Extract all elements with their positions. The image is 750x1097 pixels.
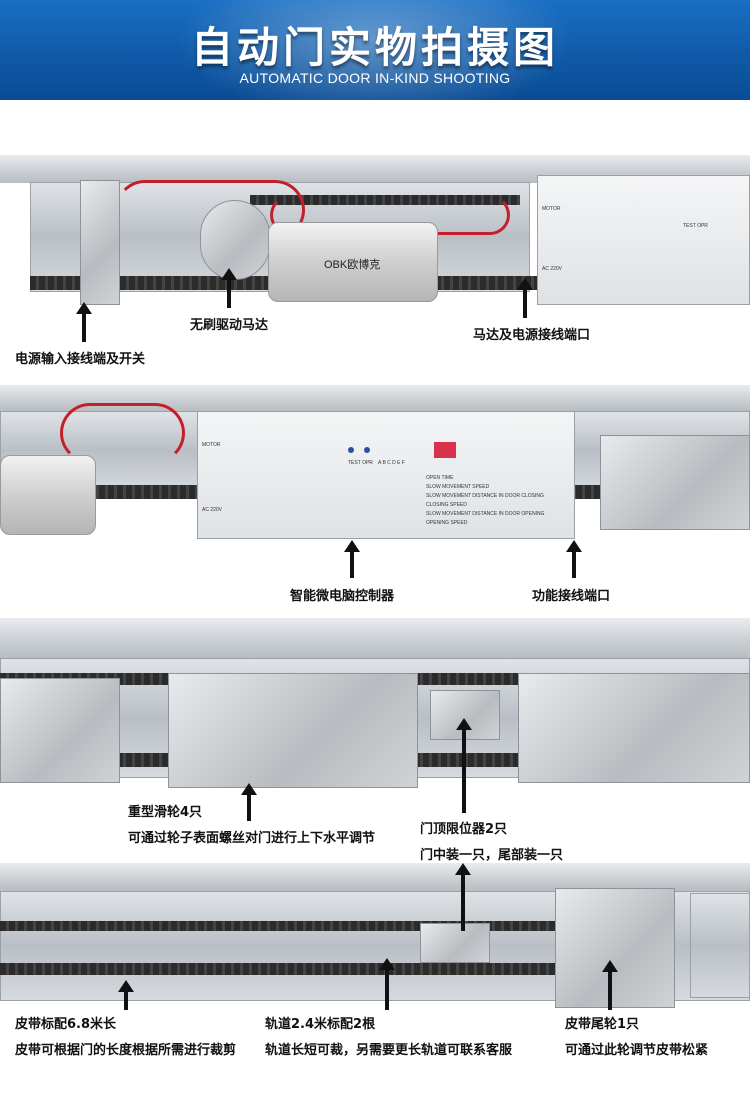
setting-slow-speed: SLOW MOVEMENT SPEED [426, 484, 490, 490]
label-belt-cut: 皮带可根据门的长度根据所需进行裁剪 [15, 1043, 237, 1058]
arrow-power [76, 302, 92, 342]
photo-panel-track: 皮带标配6.8米长 皮带可根据门的长度根据所需进行裁剪 轨道2.4米标配2根 轨… [0, 863, 750, 1097]
photo-panel-controller: TEST OPR A B C D E F MOTOR AC 220V OPEN … [0, 385, 750, 610]
controller-test-opr: TEST OPR [348, 460, 373, 466]
tail-pulley [555, 888, 675, 1008]
label-tail-pulley: 皮带尾轮1只 [565, 1017, 640, 1032]
label-track-length: 轨道2.4米标配2根 [265, 1017, 376, 1032]
arrow-tail-pulley [602, 960, 618, 1010]
track-end [690, 893, 750, 998]
arrow-terminal [517, 278, 533, 318]
page-title: 自动门实物拍摄图 [190, 23, 559, 72]
page-subtitle: AUTOMATIC DOOR IN-KIND SHOOTING [239, 70, 511, 86]
arrow-function-terminal [566, 540, 582, 578]
arrow-pulley [241, 783, 257, 821]
label-pulley-count: 重型滑轮4只 [128, 805, 203, 820]
smart-controller: TEST OPR A B C D E F MOTOR AC 220V OPEN … [197, 411, 575, 539]
pulley-right [518, 673, 750, 783]
arrow-clamp [455, 863, 471, 931]
arrow-belt [118, 980, 134, 1010]
pulley-left [0, 678, 120, 783]
belt-clamp [420, 923, 490, 963]
arrow-track [379, 958, 395, 1010]
controller-ac-tag: AC 220V [542, 266, 563, 272]
motor-end [0, 455, 96, 535]
pulley-center [168, 673, 418, 788]
setting-opening-speed: OPENING SPEED [426, 520, 468, 526]
label-power-input: 电源输入接线端及开关 [15, 352, 146, 367]
belt-upper [250, 195, 520, 205]
setting-slow-closing: SLOW MOVEMENT DISTANCE IN DOOR CLOSING [426, 493, 544, 499]
led-indicator [348, 447, 354, 453]
red-wire [60, 403, 185, 463]
label-tail-adjust: 可通过此轮调节皮带松紧 [565, 1043, 709, 1058]
banner-glow [175, 0, 575, 100]
arrow-limiter [456, 718, 472, 813]
power-switch-bracket [80, 180, 120, 305]
rail-top [0, 863, 750, 891]
controller-letters: A B C D E F [378, 460, 405, 466]
label-brushless-motor: 无刷驱动马达 [190, 318, 269, 333]
controller-motor-tag: MOTOR [202, 442, 221, 448]
label-motor-terminal: 马达及电源接线端口 [473, 328, 591, 343]
led-indicator [364, 447, 370, 453]
brushless-motor: OBK欧博克 [268, 222, 438, 302]
belt-lower [0, 963, 600, 975]
setting-open-time: OPEN TIME [426, 475, 454, 481]
rail-top [0, 618, 750, 658]
controller-box: TEST OPR MOTOR AC 220V [537, 175, 750, 305]
label-belt-length: 皮带标配6.8米长 [15, 1017, 117, 1032]
controller-motor-tag: MOTOR [542, 206, 561, 212]
label-function-terminal: 功能接线端口 [532, 589, 611, 604]
label-controller: 智能微电脑控制器 [290, 589, 395, 604]
controller-ac-tag: AC 220V [202, 507, 223, 513]
label-pulley-adjust: 可通过轮子表面螺丝对门进行上下水平调节 [128, 831, 376, 846]
belt-upper [0, 921, 580, 931]
photo-panel-pulleys: 重型滑轮4只 可通过轮子表面螺丝对门进行上下水平调节 门顶限位器2只 门中装一只… [0, 618, 750, 863]
label-track-cut: 轨道长短可裁，另需要更长轨道可联系客服 [265, 1043, 513, 1058]
arrow-controller [344, 540, 360, 578]
setting-closing-speed: CLOSING SPEED [426, 502, 467, 508]
dip-switch [434, 442, 456, 458]
motor-brand: OBK欧博克 [324, 259, 381, 271]
controller-test-opr: TEST OPR [683, 223, 708, 229]
setting-slow-opening: SLOW MOVEMENT DISTANCE IN DOOR OPENING [426, 511, 545, 517]
pulley-assembly [600, 435, 750, 530]
rail-top [0, 385, 750, 411]
label-limiter-position: 门中装一只，尾部装一只 [420, 848, 564, 863]
header-banner: 自动门实物拍摄图 AUTOMATIC DOOR IN-KIND SHOOTING [0, 0, 750, 100]
photo-panel-motor: OBK欧博克 TEST OPR MOTOR AC 220V 无刷驱动马达 马达及… [0, 100, 750, 370]
label-limiter-count: 门顶限位器2只 [420, 822, 508, 837]
arrow-motor [221, 268, 237, 308]
